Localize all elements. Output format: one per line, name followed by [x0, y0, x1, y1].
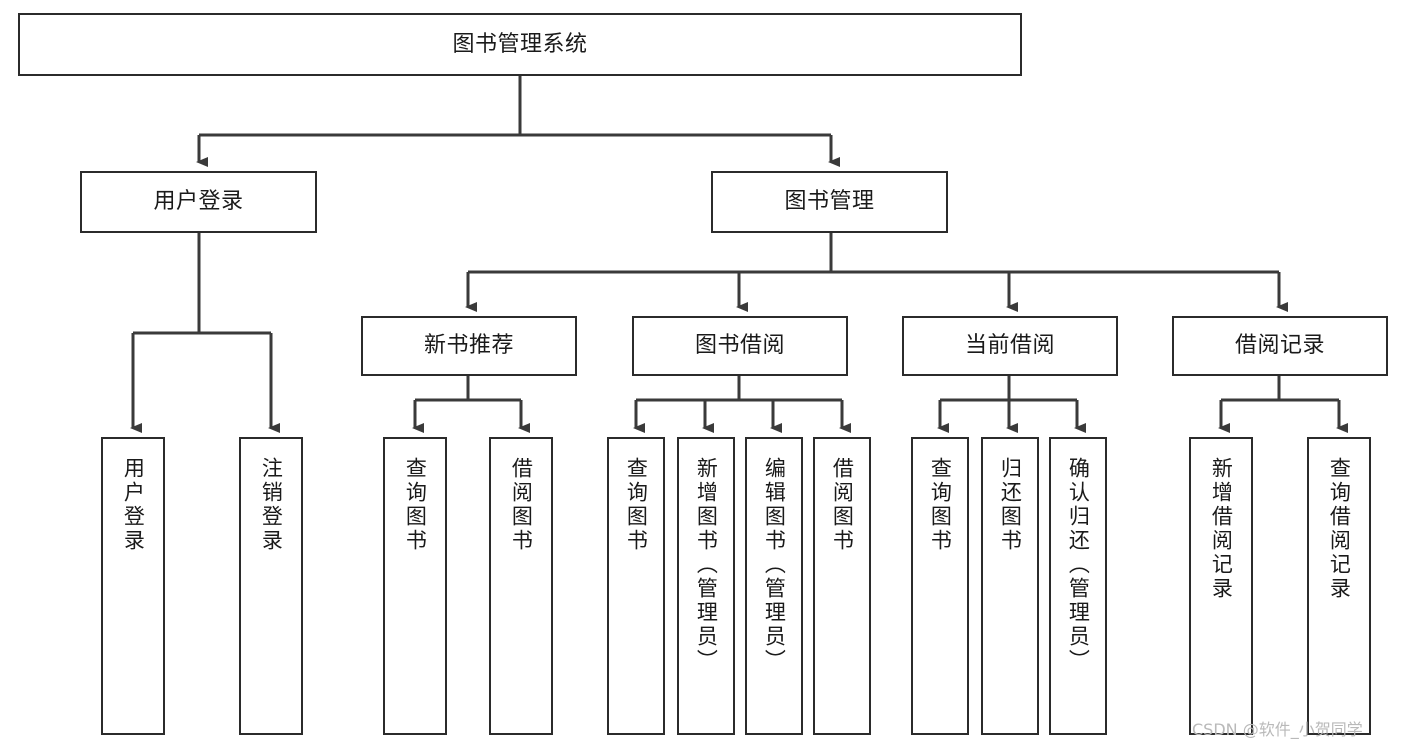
node-leaf-add-record-label: 新增借阅记录 [1209, 457, 1234, 601]
node-borrow-record[interactable]: 借阅记录 [1172, 316, 1388, 376]
node-leaf-borrow-book-2[interactable]: 借阅图书 [813, 437, 871, 735]
node-leaf-query-book-1[interactable]: 查询图书 [383, 437, 447, 735]
node-leaf-add-book-label: 新增图书（管理员） [694, 457, 719, 673]
node-leaf-logout[interactable]: 注销登录 [239, 437, 303, 735]
node-current-borrow[interactable]: 当前借阅 [902, 316, 1118, 376]
node-leaf-query-record-label: 查询借阅记录 [1327, 457, 1352, 601]
node-leaf-edit-book-label: 编辑图书（管理员） [762, 457, 787, 673]
node-leaf-user-login[interactable]: 用户登录 [101, 437, 165, 735]
node-leaf-logout-label: 注销登录 [259, 457, 284, 553]
node-new-book-rec[interactable]: 新书推荐 [361, 316, 577, 376]
node-leaf-return-book[interactable]: 归还图书 [981, 437, 1039, 735]
node-book-borrow[interactable]: 图书借阅 [632, 316, 848, 376]
node-root[interactable]: 图书管理系统 [18, 13, 1022, 76]
node-leaf-confirm-return-label: 确认归还（管理员） [1066, 457, 1091, 673]
node-leaf-user-login-label: 用户登录 [121, 457, 146, 553]
node-root-label: 图书管理系统 [452, 31, 588, 57]
node-borrow-record-label: 借阅记录 [1234, 333, 1325, 358]
node-leaf-borrow-book-1-label: 借阅图书 [509, 457, 534, 553]
node-current-borrow-label: 当前借阅 [964, 333, 1055, 358]
node-book-borrow-label: 图书借阅 [694, 333, 785, 358]
node-leaf-confirm-return[interactable]: 确认归还（管理员） [1049, 437, 1107, 735]
node-leaf-query-book-3-label: 查询图书 [928, 457, 953, 553]
node-leaf-query-record[interactable]: 查询借阅记录 [1307, 437, 1371, 735]
node-book-manage[interactable]: 图书管理 [711, 171, 948, 233]
node-user-login-label: 用户登录 [153, 189, 244, 214]
node-leaf-edit-book[interactable]: 编辑图书（管理员） [745, 437, 803, 735]
node-book-manage-label: 图书管理 [784, 189, 875, 214]
node-user-login[interactable]: 用户登录 [80, 171, 317, 233]
node-leaf-add-record[interactable]: 新增借阅记录 [1189, 437, 1253, 735]
node-leaf-return-book-label: 归还图书 [998, 457, 1023, 553]
node-leaf-query-book-1-label: 查询图书 [403, 457, 428, 553]
watermark-text: CSDN @软件_小贺同学 [1192, 720, 1363, 739]
node-leaf-borrow-book-2-label: 借阅图书 [830, 457, 855, 553]
node-leaf-query-book-3[interactable]: 查询图书 [911, 437, 969, 735]
node-leaf-query-book-2-label: 查询图书 [624, 457, 649, 553]
node-new-book-rec-label: 新书推荐 [423, 333, 514, 358]
node-leaf-borrow-book-1[interactable]: 借阅图书 [489, 437, 553, 735]
node-leaf-add-book[interactable]: 新增图书（管理员） [677, 437, 735, 735]
node-leaf-query-book-2[interactable]: 查询图书 [607, 437, 665, 735]
